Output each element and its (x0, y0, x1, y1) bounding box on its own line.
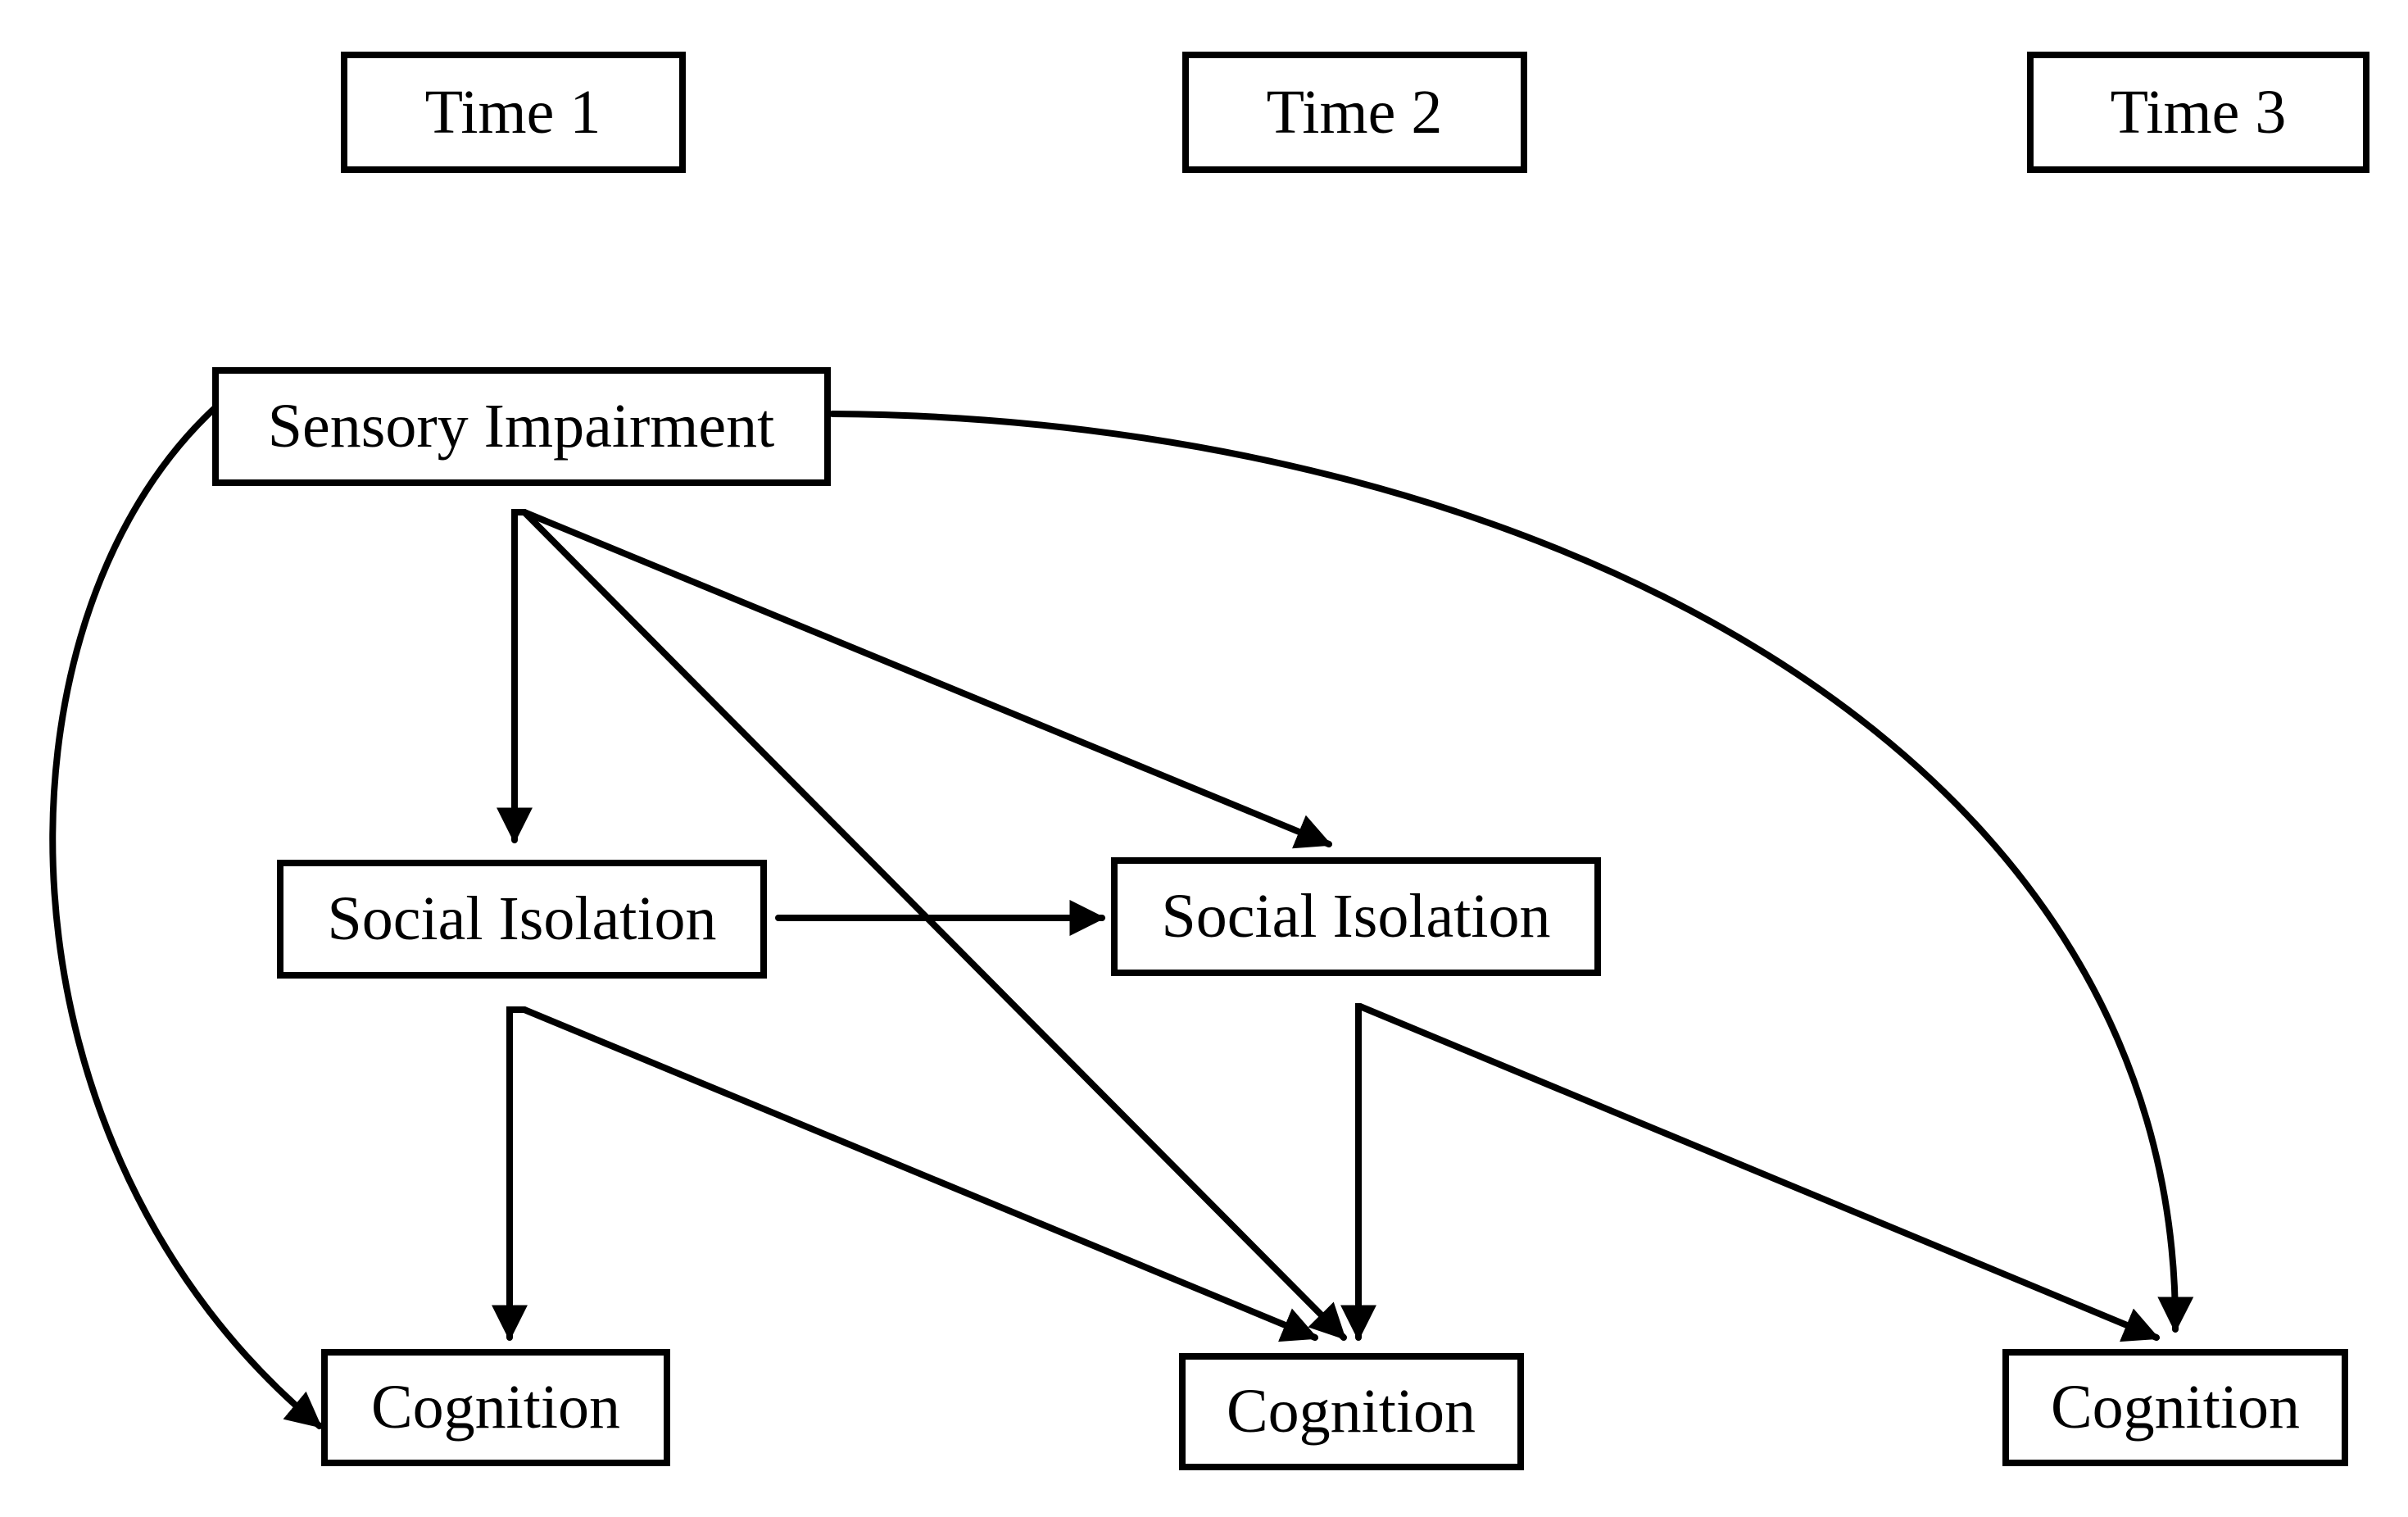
nodes-layer: Sensory Impairment Social Isolation Soci… (212, 367, 2348, 1470)
node-cognition-t2-label: Cognition (1227, 1377, 1476, 1446)
time-2-label: Time 2 (1267, 78, 1443, 147)
edge-sensory-impairment-to-social-isolation-t1 (497, 509, 533, 844)
edge-social-isolation-t1-to-cognition-t1 (492, 1006, 528, 1342)
edge-social-isolation-t1-to-cognition-t2 (521, 1006, 1319, 1342)
edge-social-isolation-t2-to-cognition-t2 (1340, 1003, 1376, 1342)
node-cognition-t3: Cognition (2002, 1349, 2348, 1466)
time-1-header: Time 1 (341, 52, 686, 173)
time-3-label: Time 3 (2111, 78, 2287, 147)
time-headers: Time 1 Time 2 Time 3 (341, 52, 2369, 173)
node-social-isolation-t2-label: Social Isolation (1162, 882, 1551, 951)
node-sensory-impairment-t1-label: Sensory Impairment (268, 392, 774, 461)
edge-social-isolation-t2-to-cognition-t3 (1357, 1003, 2161, 1342)
edges-layer (49, 405, 2194, 1429)
time-2-header: Time 2 (1182, 52, 1527, 173)
node-sensory-impairment-t1: Sensory Impairment (212, 367, 831, 486)
node-cognition-t2: Cognition (1179, 1353, 1524, 1470)
edge-sensory-impairment-to-cognition-t2 (521, 509, 1347, 1341)
node-cognition-t1-label: Cognition (371, 1373, 620, 1442)
edge-sensory-impairment-to-cognition-t1 (49, 405, 323, 1429)
node-social-isolation-t2: Social Isolation (1111, 857, 1601, 976)
time-1-label: Time 1 (425, 78, 601, 147)
edge-sensory-impairment-to-cognition-t3 (829, 411, 2194, 1333)
time-3-header: Time 3 (2027, 52, 2369, 173)
node-social-isolation-t1-label: Social Isolation (328, 884, 717, 953)
node-social-isolation-t1: Social Isolation (277, 860, 767, 979)
node-cognition-t1: Cognition (321, 1349, 670, 1466)
edge-sensory-impairment-to-social-isolation-t2 (521, 509, 1333, 849)
node-cognition-t3-label: Cognition (2051, 1373, 2300, 1442)
